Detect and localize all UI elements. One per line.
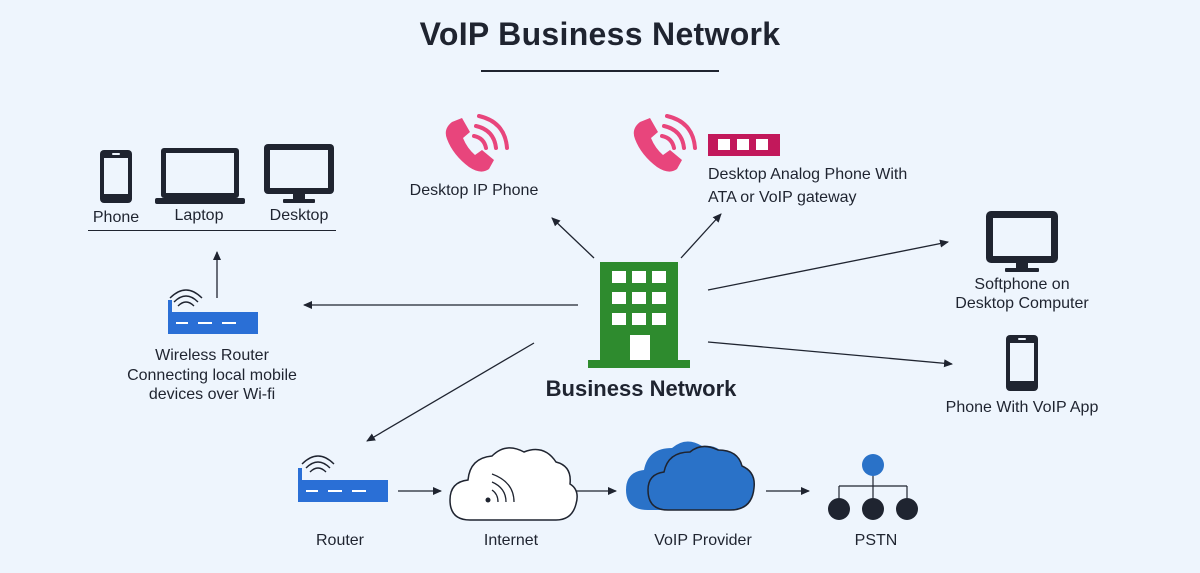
devices-divider (88, 230, 336, 231)
wireless-router-label-3: devices over Wi-fi (148, 386, 276, 403)
laptop-icon (155, 148, 245, 204)
analog-phone-label-2: ATA or VoIP gateway (708, 189, 857, 206)
softphone-label-2: Desktop Computer (955, 295, 1089, 312)
voip-provider-label: VoIP Provider (654, 532, 752, 549)
desktop-label: Desktop (269, 207, 329, 224)
arrow-to-analog-phone (680, 213, 722, 259)
arrow-to-ip-phone (551, 217, 595, 259)
ip-phone-label: Desktop IP Phone (409, 182, 539, 199)
pstn-label: PSTN (854, 532, 898, 549)
wireless-router-label-2: Connecting local mobile (127, 367, 297, 384)
business-network-label: Business Network (545, 376, 737, 401)
internet-label: Internet (483, 532, 539, 549)
desktop-monitor-icon (264, 144, 334, 203)
arrow-to-mobile-app (707, 341, 953, 368)
arrow-to-router (366, 342, 535, 442)
softphone-label-1: Softphone on (974, 276, 1070, 293)
arrow-to-softphone (707, 239, 949, 291)
mobile-app-label: Phone With VoIP App (945, 399, 1099, 416)
router-label: Router (315, 532, 365, 549)
phone-label: Phone (92, 209, 140, 226)
phone-icon (100, 150, 132, 203)
analog-phone-label-1: Desktop Analog Phone With (708, 166, 908, 183)
diagram-title: VoIP Business Network (419, 16, 781, 52)
wireless-router-label-1: Wireless Router (155, 347, 269, 364)
title-underline (481, 70, 719, 72)
laptop-label: Laptop (174, 207, 224, 224)
